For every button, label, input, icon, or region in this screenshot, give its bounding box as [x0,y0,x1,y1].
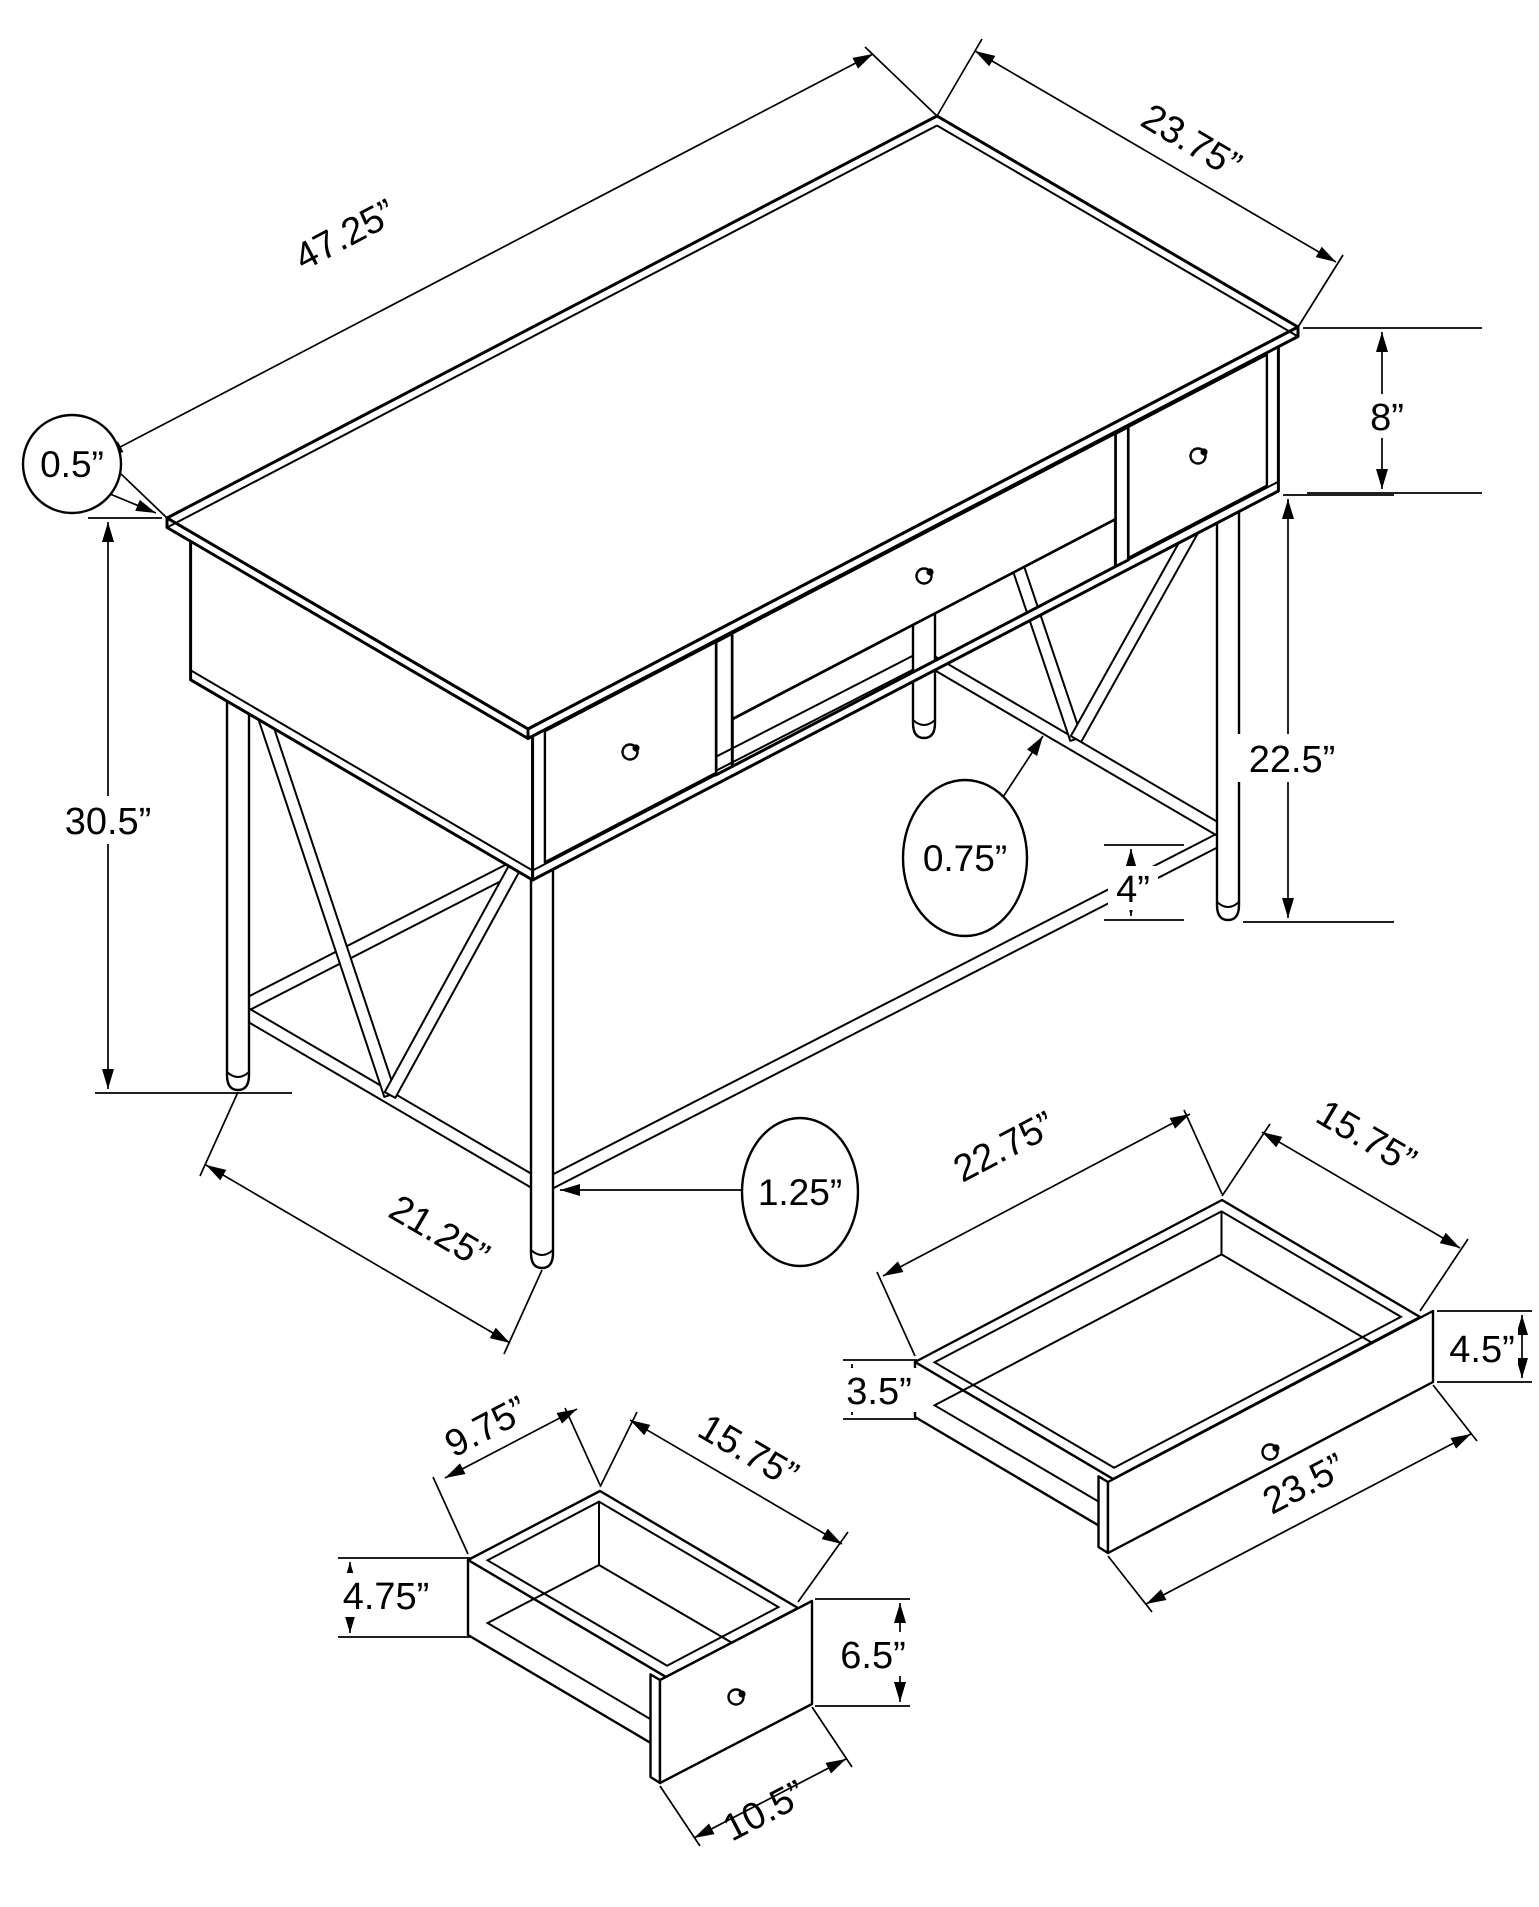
dim-small-drawer-width-label: 9.75” [438,1389,534,1466]
leg-diameter-callout-circle [740,1116,860,1268]
dim-foot-height: 4” [1104,844,1184,921]
dim-small-drawer-back-height-label: 4.75” [343,1576,430,1618]
dim-leg-clearance: 22.5” [1230,494,1394,923]
left-drawer-knob-cap [632,744,640,752]
dim-foot-height-label: 4” [1116,869,1150,911]
left-end-rail [237,1001,543,1195]
left-front-leg [529,839,555,1270]
dim-small-drawer-depth-label: 15.75” [691,1406,805,1497]
dim-apron-height: 8” [1303,327,1482,494]
dim-desk-width-label: 47.25” [288,192,403,280]
small-drawer-inner-rim [485,1500,781,1667]
dim-overall-height: 30.5” [48,517,292,1094]
dim-leg-clearance-label: 22.5” [1249,739,1336,781]
rail-thickness-callout-circle [901,778,1029,938]
dim-rail-thickness-label: 0.75” [923,838,1007,879]
dim-small-drawer-front-width-label: 10.5” [716,1773,812,1850]
dim-leg-diameter: 1.25” [560,1116,860,1268]
large-drawer-front-edge [1097,1475,1110,1555]
dim-large-drawer-width-label: 22.75” [947,1104,1062,1191]
dim-leg-diameter-label: 1.25” [758,1172,842,1213]
right-drawer-knob-cap [1200,448,1208,456]
dim-leg-span-label: 21.25” [382,1187,496,1278]
left-front-leg-foot-line [530,1249,554,1256]
dim-small-drawer-back-height: 4.75” [338,1557,472,1638]
dim-desk-depth-label: 23.75” [1134,96,1248,187]
carcass-front-bottom-lip [532,480,1279,872]
dim-apron-height-label: 8” [1370,397,1404,439]
right-back-leg-foot-line [912,719,936,726]
right-front-leg [1215,487,1241,922]
drawer-front-right [1127,353,1269,560]
dim-top-thickness: 0.5” [21,413,157,515]
left-back-leg [225,661,251,1092]
small-drawer-front-edge [649,1673,662,1785]
left-back-leg-foot-line [226,1071,250,1078]
dim-top-thickness-label: 0.5” [40,444,104,485]
large-drawer-detail: 22.75” 15.75” 3.5” 4.5” 23.5” [841,1092,1532,1613]
drawer-front-left [543,640,718,864]
drawer-front-middle [731,432,1117,721]
top-thickness-callout-circle [21,413,123,515]
dim-leg-span: 21.25” [199,1091,543,1355]
left-v-brace-front [383,841,534,1099]
dim-large-drawer-back-height: 3.5” [841,1359,917,1420]
dim-overall-height-label: 30.5” [65,801,152,843]
small-drawer-detail: 9.75” 15.75” 4.75” 6.5” 10.5” [338,1389,910,1850]
dim-large-drawer-back-height-label: 3.5” [846,1371,911,1413]
dim-large-drawer-front-height-label: 4.5” [1449,1329,1514,1371]
right-front-leg-foot-line [1216,901,1240,908]
large-drawer-knob-cap [1272,1444,1280,1452]
carcass-left-bottom-lip [190,669,534,872]
dim-small-drawer-front-height: 6.5” [815,1598,910,1707]
middle-drawer-knob-cap [926,568,934,576]
dim-small-drawer-front-height-label: 6.5” [840,1635,905,1677]
small-drawer-knob-cap [738,1690,746,1698]
dim-rail-thickness: 0.75” [901,735,1044,938]
dim-large-drawer-front-height: 4.5” [1437,1310,1532,1383]
